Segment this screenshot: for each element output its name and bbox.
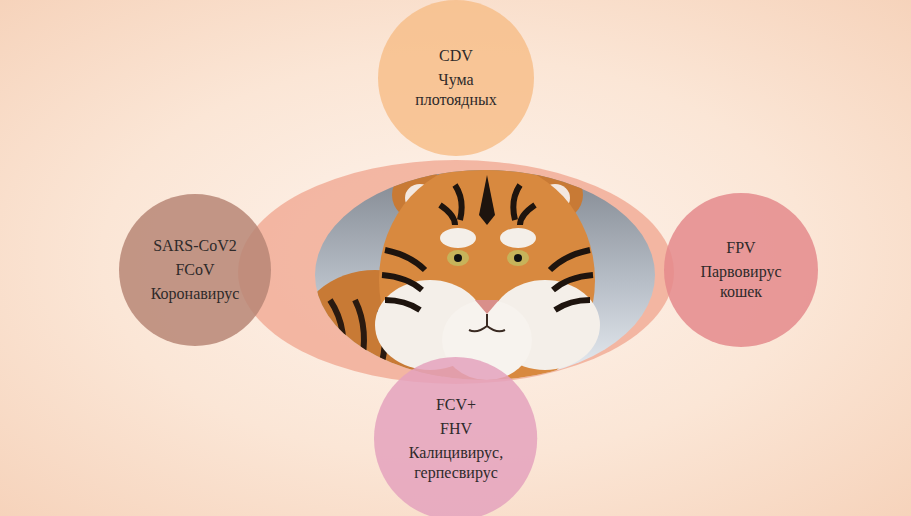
virus-circle: SARS-CoV2FCoV Коронавирус xyxy=(119,194,271,346)
virus-circle: CDV Чума плотоядных xyxy=(378,0,534,156)
circle-content: SARS-CoV2FCoV Коронавирус xyxy=(119,194,271,346)
virus-name: FHV xyxy=(440,419,472,439)
virus-name: Калицивирус, герпесвирус xyxy=(396,443,516,483)
circle-content: FCV+ FHV Калицивирус, герпесвирус xyxy=(374,357,537,516)
virus-circle: FPV Парвовирус кошек xyxy=(664,193,818,347)
virus-code: CDV xyxy=(439,46,473,66)
virus-name: Коронавирус xyxy=(151,284,240,304)
circle-content: CDV Чума плотоядных xyxy=(378,0,534,156)
virus-code: SARS-CoV2 xyxy=(153,236,237,256)
virus-name: Чума плотоядных xyxy=(396,70,516,110)
virus-name: FCoV xyxy=(175,260,214,280)
virus-code: FCV+ xyxy=(436,395,476,415)
virus-code: FPV xyxy=(726,238,755,258)
virus-name: Парвовирус кошек xyxy=(681,262,801,302)
virus-circle: FCV+ FHV Калицивирус, герпесвирус xyxy=(374,357,537,516)
circle-content: FPV Парвовирус кошек xyxy=(664,193,818,347)
